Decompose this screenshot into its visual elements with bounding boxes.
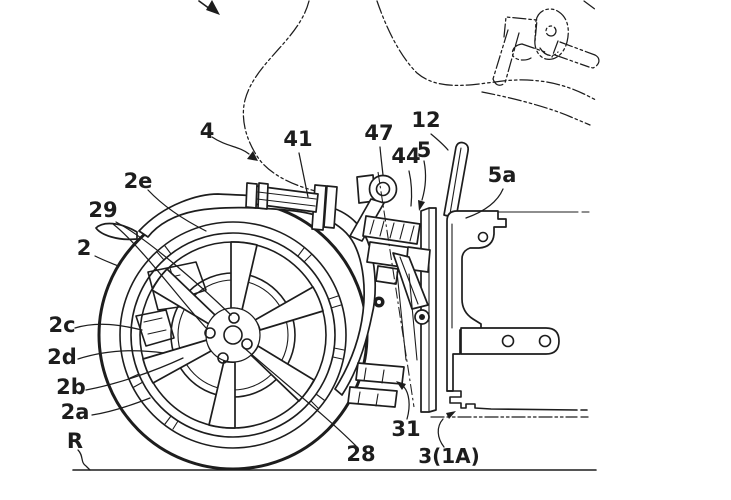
label-2e: 2e — [124, 169, 153, 193]
bracket-foot-line — [446, 390, 588, 411]
lower-fork-clamp — [347, 271, 418, 408]
label-5a: 5a — [488, 163, 517, 187]
lug-hole — [217, 352, 229, 364]
label-2a: 2a — [61, 400, 90, 424]
label-28: 28 — [346, 442, 375, 466]
label-41: 41 — [283, 127, 312, 151]
label-47: 47 — [364, 121, 393, 145]
pivot-eye — [349, 174, 398, 242]
rim-ticks — [129, 245, 345, 430]
reference-labels: 2e 29 2 2c 2d 2b 2a R 4 41 47 12 44 5 5a… — [47, 108, 516, 468]
wheel-hub — [204, 307, 261, 364]
label-29: 29 — [88, 198, 117, 222]
link-cylinder — [245, 182, 319, 213]
label-3-1A: 3(1A) — [418, 444, 480, 468]
bracket-arm-hole — [501, 334, 515, 348]
lug-hole — [228, 312, 240, 324]
bracket-arm — [460, 327, 560, 355]
label-R: R — [67, 429, 83, 453]
pivot-bolt-center — [377, 300, 381, 304]
label-44: 44 — [391, 144, 420, 168]
tire-inner — [119, 221, 347, 449]
label-4: 4 — [200, 119, 215, 143]
steering-column-tube — [443, 141, 470, 219]
label-2d: 2d — [47, 345, 77, 369]
lug-hole — [241, 338, 253, 350]
label-2c: 2c — [48, 313, 75, 337]
label-5: 5 — [417, 138, 432, 162]
label-2: 2 — [77, 236, 92, 260]
label-12: 12 — [411, 108, 440, 132]
steering-axis-centerline — [377, 171, 415, 408]
label-2b: 2b — [56, 375, 86, 399]
handlebar-assembly-phantom — [492, 8, 600, 86]
rim-bead — [130, 232, 336, 438]
bracket-ear-hole — [477, 231, 489, 243]
label-31: 31 — [391, 417, 420, 441]
bracket-arm-hole — [538, 334, 552, 348]
front-wheel — [97, 199, 369, 471]
leader-lines — [74, 133, 504, 471]
lug-hole — [204, 327, 216, 339]
axle-center — [223, 325, 243, 345]
top-reference-arrow — [198, 0, 220, 15]
body-outline-phantom — [242, 0, 597, 194]
steering-mechanism — [245, 171, 431, 408]
frame-bracket — [430, 210, 590, 418]
shock-link — [392, 252, 430, 325]
link-bolt — [419, 314, 425, 320]
